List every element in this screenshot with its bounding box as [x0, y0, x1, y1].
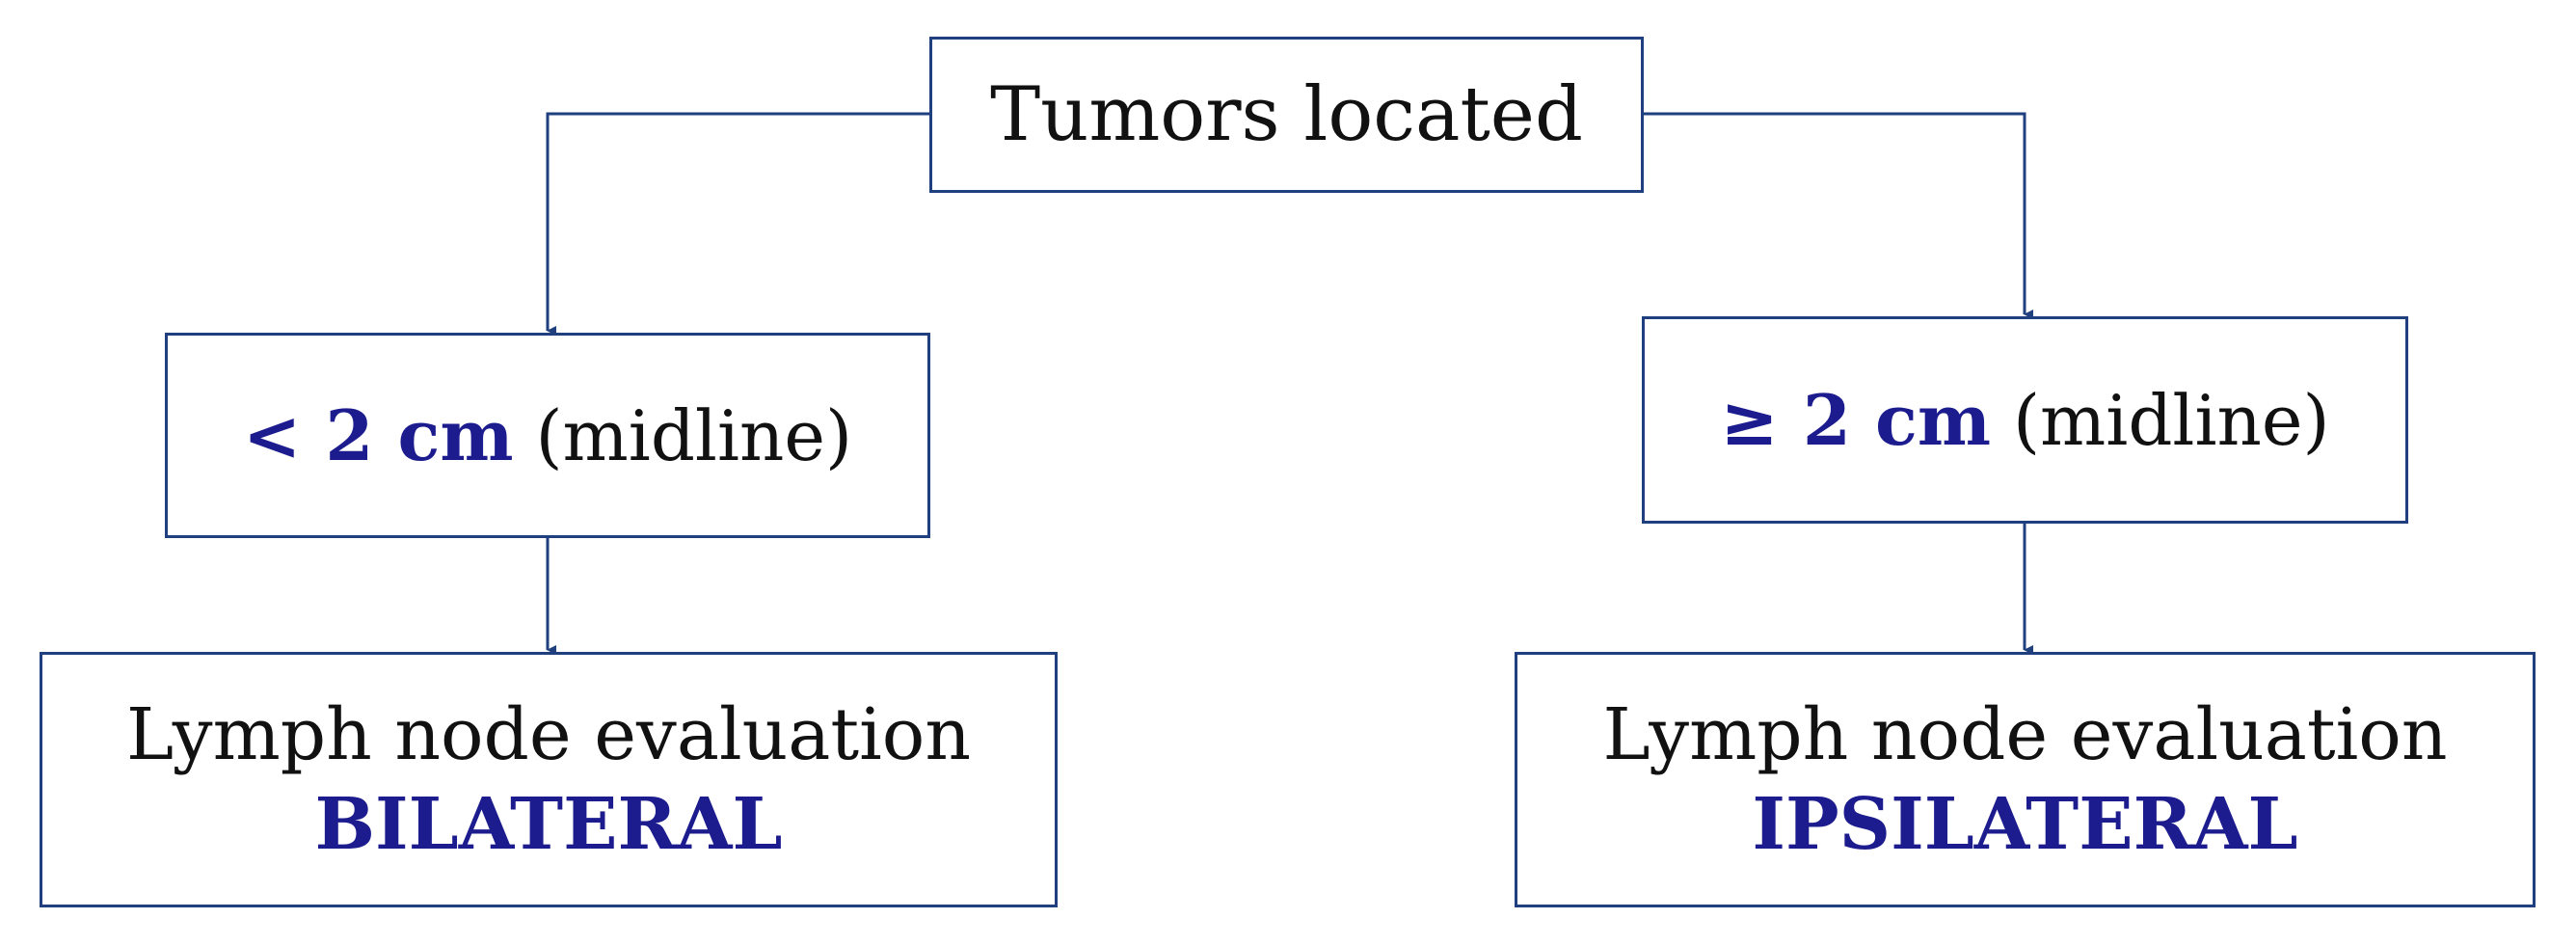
arrow-root-to-right-condition [1644, 112, 2033, 319]
left-result-line1: Lymph node evaluation [125, 693, 972, 776]
left-condition-text: < 2 cm (midline) [243, 394, 852, 476]
root-node-label: Tumors located [990, 71, 1583, 158]
left-result-node: Lymph node evaluation BILATERAL [40, 652, 1058, 907]
right-condition-node: ≥ 2 cm (midline) [1642, 316, 2408, 524]
root-node-tumors-located: Tumors located [929, 37, 1644, 193]
left-condition-node: < 2 cm (midline) [165, 333, 930, 538]
left-condition-emphasis: < 2 cm [242, 394, 514, 476]
right-condition-rest: (midline) [2012, 380, 2330, 461]
right-condition-text: ≥ 2 cm (midline) [1720, 379, 2329, 461]
right-result-node: Lymph node evaluation IPSILATERAL [1515, 652, 2536, 907]
right-condition-emphasis: ≥ 2 cm [1720, 379, 1992, 461]
right-result-line1: Lymph node evaluation [1602, 693, 2448, 776]
left-result-bilateral: BILATERAL [314, 782, 783, 866]
right-result-ipsilateral: IPSILATERAL [1752, 782, 2298, 866]
left-condition-rest: (midline) [535, 395, 853, 476]
arrow-root-to-left-condition [546, 112, 929, 336]
